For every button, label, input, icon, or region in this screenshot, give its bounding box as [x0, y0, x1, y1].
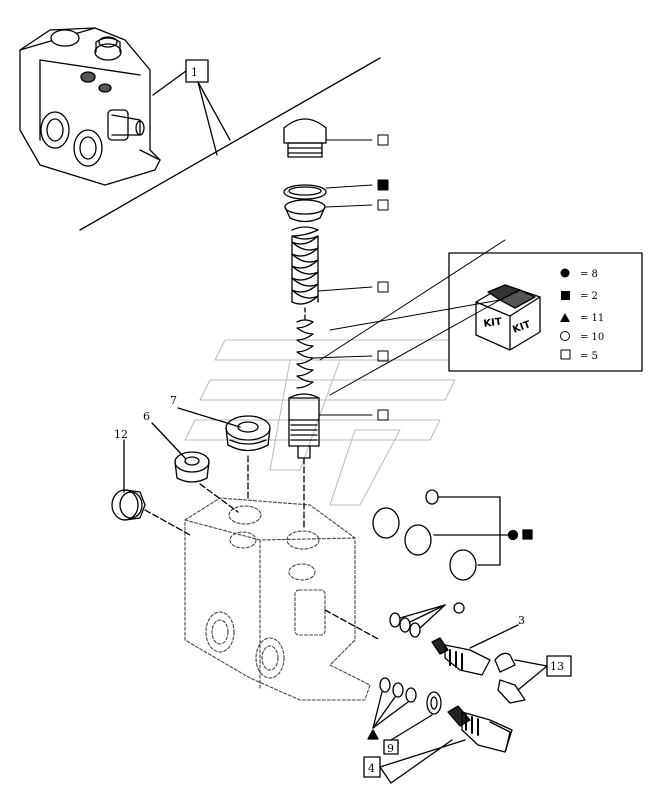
- callout-9: [383, 714, 433, 755]
- callout-4: [363, 739, 466, 784]
- legend-entry-2: = 11: [580, 313, 604, 324]
- callout-label-12: 12: [114, 428, 128, 441]
- legend-open-square-icon: [560, 349, 571, 360]
- callout-1: [152, 59, 231, 156]
- lower-o-rings: [367, 677, 442, 740]
- legend-entry-4: = 5: [580, 351, 598, 362]
- legend-entry-0: = 8: [580, 269, 598, 280]
- callout-label-6: 6: [143, 410, 150, 423]
- legend-open-circle-icon: [560, 331, 570, 341]
- plug-part-12: [111, 439, 191, 536]
- plug-part-7: [177, 407, 271, 501]
- legend-entry-3: = 10: [580, 332, 604, 343]
- callout-13: [514, 655, 572, 691]
- callout-label-13: 13: [550, 660, 564, 673]
- inset-divider: [79, 57, 381, 231]
- plug-part-6: [151, 422, 239, 513]
- callout-label-3: 3: [518, 614, 525, 627]
- kit-label-right: KIT: [511, 319, 532, 336]
- o-rings-group: [372, 489, 533, 581]
- callout-label-4: 4: [368, 762, 375, 775]
- valve-body-phantom: [184, 497, 371, 701]
- inset-valve-assembly: [19, 27, 161, 186]
- callout-label-9: 9: [387, 742, 394, 755]
- kit-label-left: KIT: [483, 317, 503, 330]
- cartridge-part-4: [447, 705, 513, 753]
- small-o-rings: [324, 602, 465, 641]
- cartridge-part-3: [431, 624, 526, 704]
- legend-filled-square-icon: [561, 291, 570, 300]
- legend-entry-1: = 2: [580, 291, 598, 302]
- leader-lines: [312, 134, 389, 421]
- legend-filled-circle-icon: [560, 268, 570, 278]
- kit-legend-box: [319, 239, 643, 396]
- callout-label-7: 7: [170, 394, 177, 407]
- legend-filled-triangle-icon: [560, 313, 570, 322]
- callout-label-1: 1: [191, 66, 198, 79]
